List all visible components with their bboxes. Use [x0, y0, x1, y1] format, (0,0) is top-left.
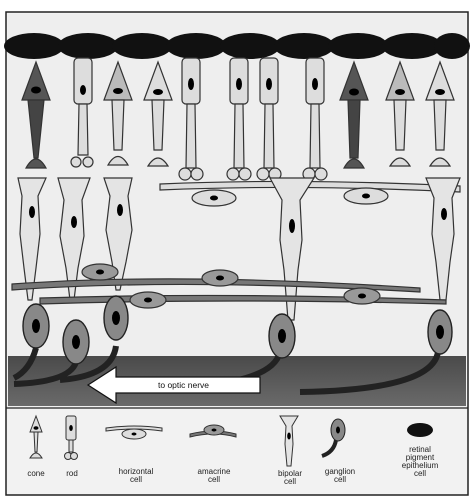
pigment-cell — [58, 33, 118, 59]
pigment-cell — [328, 33, 388, 59]
pigment-cell — [382, 33, 442, 59]
pigment-cell — [220, 33, 280, 59]
legend-label: cell — [284, 477, 296, 486]
pigment-epithelium-row — [4, 33, 470, 59]
pigment-cell — [434, 33, 470, 59]
ganglion-cell — [23, 304, 49, 348]
ganglion-cell — [104, 296, 128, 340]
pigment-cell — [112, 33, 172, 59]
legend-retinal-pigment-epithelium-icon — [407, 423, 433, 437]
pigment-cell — [4, 33, 64, 59]
ganglion-cell — [428, 310, 452, 354]
ganglion-cell — [269, 314, 295, 358]
legend-label: cone — [27, 469, 45, 478]
pigment-cell — [274, 33, 334, 59]
legend-label: cell — [208, 475, 220, 484]
legend-label: rod — [66, 469, 78, 478]
ganglion-cell — [63, 320, 89, 364]
arrow-label: to optic nerve — [158, 380, 209, 390]
pigment-cell — [166, 33, 226, 59]
legend-label: cell — [130, 475, 142, 484]
legend-label: cell — [414, 469, 426, 478]
legend-label: cell — [334, 475, 346, 484]
